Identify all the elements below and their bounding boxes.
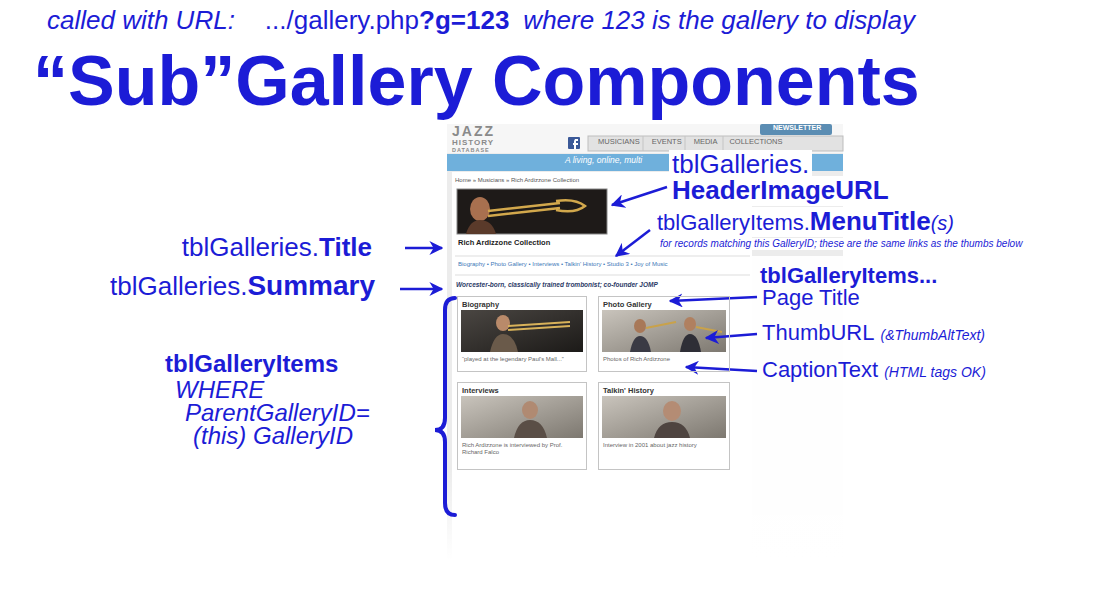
leader-arrow: [686, 367, 757, 371]
label-row: CaptionText (HTML tags OK): [762, 357, 986, 382]
label-row: A living, online, multi: [565, 156, 642, 166]
label-row: (this) GalleryID: [193, 422, 353, 450]
item-caption: Interview in 2001 about jazz history: [603, 442, 725, 449]
annotation-label: tblGalleryItems: [165, 350, 338, 378]
screenshot-text: A living, online, multi: [565, 156, 642, 166]
screenshot-text: NEWSLETTER: [773, 124, 821, 132]
label-row: tblGalleries.Summary: [110, 270, 375, 302]
annotation-label: .../gallery.php: [265, 6, 419, 36]
label-row: JAZZ: [452, 123, 495, 139]
label-row: tblGalleries.Title: [182, 233, 372, 263]
thumb-photo-gallery: [602, 310, 726, 352]
annotation-label: where 123 is the gallery to display: [523, 6, 915, 36]
annotation-label: (HTML tags OK): [884, 364, 986, 380]
annotation-label: tblGalleries.: [110, 272, 247, 302]
header-image-border: [457, 189, 607, 234]
bottom-fade: [447, 470, 843, 560]
label-row: Biography • Photo Gallery • Interviews •…: [458, 261, 668, 268]
facebook-icon: [568, 137, 580, 149]
annotation-label: Summary: [247, 270, 375, 302]
item-caption: Photos of Rich Ardizzone: [603, 356, 725, 363]
annotation-label: (this) GalleryID: [193, 422, 353, 450]
leader-arrow: [616, 230, 650, 256]
nav-divider: [643, 136, 644, 151]
bottom-white: [447, 560, 843, 600]
annotation-patch: HeaderImageURL: [669, 176, 892, 206]
screenshot-text: MUSICIANS: [598, 138, 640, 147]
item-title: Biography: [462, 300, 582, 310]
annotation-label: (s): [931, 212, 954, 235]
annotation-patch: tblGalleryItems.MenuTitle(s): [654, 207, 957, 237]
screenshot-text: JAZZ: [452, 123, 495, 139]
gallery-item-box: Biography “played at the legendary Paul's…: [457, 296, 587, 372]
annotation-patch: for records matching this GalleryID; the…: [657, 238, 1025, 250]
annotation-label: HeaderImageURL: [672, 176, 889, 206]
screenshot-text: DATABASE: [452, 147, 490, 153]
label-row: Rich Ardizzone Collection: [458, 239, 550, 248]
label-row: MUSICIANS EVENTS MEDIA COLLECTIONS: [598, 138, 782, 147]
curly-brace: [435, 298, 455, 515]
leader-arrow: [400, 288, 442, 291]
leader-arrow: [405, 247, 442, 250]
item-caption: Rich Ardizzone is interviewed by Prof. R…: [462, 442, 582, 456]
header-face: [470, 197, 490, 221]
screenshot-text: EVENTS: [652, 138, 682, 147]
thumb-interviews: [461, 396, 583, 438]
gallery-item-box: Photo GalleryPhotos of Rich Ardizzone: [598, 296, 730, 372]
label-row: HISTORY: [452, 138, 494, 147]
leader-arrow: [706, 334, 757, 338]
item-title: Photo Gallery: [603, 300, 725, 310]
screenshot-text: Worcester-born, classically trained trom…: [456, 281, 658, 288]
screenshot-text: Rich Ardizzone Collection: [458, 239, 550, 248]
screenshot-text: Home » Musicians » Rich Ardizzone Collec…: [455, 177, 579, 184]
annotation-label: ?g=123: [419, 6, 509, 36]
leader-arrow: [612, 187, 667, 205]
label-row: called with URL: .../gallery.php?g=123 whe…: [47, 6, 915, 36]
annotation-label: tblGalleries.: [182, 233, 319, 263]
separator: [455, 256, 750, 257]
separator: [455, 275, 750, 276]
item-title: Talkin' History: [603, 386, 725, 396]
annotation-label: ThumbURL: [762, 320, 874, 345]
thumb-biography: [461, 310, 583, 352]
gallery-item-box: InterviewsRich Ardizzone is interviewed …: [457, 382, 587, 470]
label-row: Page Title: [762, 285, 860, 310]
annotation-label: for records matching this GalleryID; the…: [660, 238, 1022, 250]
label-row: Home » Musicians » Rich Ardizzone Collec…: [455, 177, 579, 184]
facebook-glyph: [573, 139, 578, 149]
header-trombone: [488, 200, 585, 216]
annotation-label: (&ThumbAltText): [880, 327, 985, 343]
item-caption: “played at the legendary Paul's Mall...”: [462, 356, 582, 363]
screenshot-text: Biography • Photo Gallery • Interviews •…: [458, 261, 668, 268]
screenshot-text: MEDIA: [694, 138, 718, 147]
thumb-talkin-history: [602, 396, 726, 438]
label-row: tblGalleryItems...: [760, 263, 937, 288]
label-row: tblGalleryItems: [165, 350, 338, 378]
annotation-label: tblGalleryItems.: [657, 210, 810, 235]
label-row: Worcester-born, classically trained trom…: [456, 281, 658, 288]
nav-divider: [723, 136, 724, 151]
nav-bar: [588, 136, 843, 151]
annotation-label: Page Title: [762, 285, 860, 310]
leader-arrow: [670, 297, 757, 301]
label-row: NEWSLETTER: [773, 124, 821, 132]
annotation-label: Title: [319, 233, 372, 263]
annotation-label: CaptionText: [762, 357, 878, 382]
screenshot-text: HISTORY: [452, 138, 494, 147]
header-body: [466, 220, 496, 234]
nav-divider: [685, 136, 686, 151]
label-row: ThumbURL (&ThumbAltText): [762, 320, 985, 345]
page-title: “Sub”Gallery Components: [33, 46, 920, 116]
header-image: [457, 189, 607, 234]
label-row: DATABASE: [452, 147, 490, 153]
site-header: [447, 124, 843, 153]
item-title: Interviews: [462, 386, 582, 396]
annotation-label: called with URL:: [47, 6, 235, 36]
annotation-label: MenuTitle: [810, 207, 931, 237]
screenshot-text: COLLECTIONS: [729, 138, 782, 147]
gallery-item-box: Talkin' HistoryInterview in 2001 about j…: [598, 382, 730, 470]
annotation-label: tblGalleryItems...: [760, 263, 937, 288]
newsletter-button: [760, 124, 832, 135]
